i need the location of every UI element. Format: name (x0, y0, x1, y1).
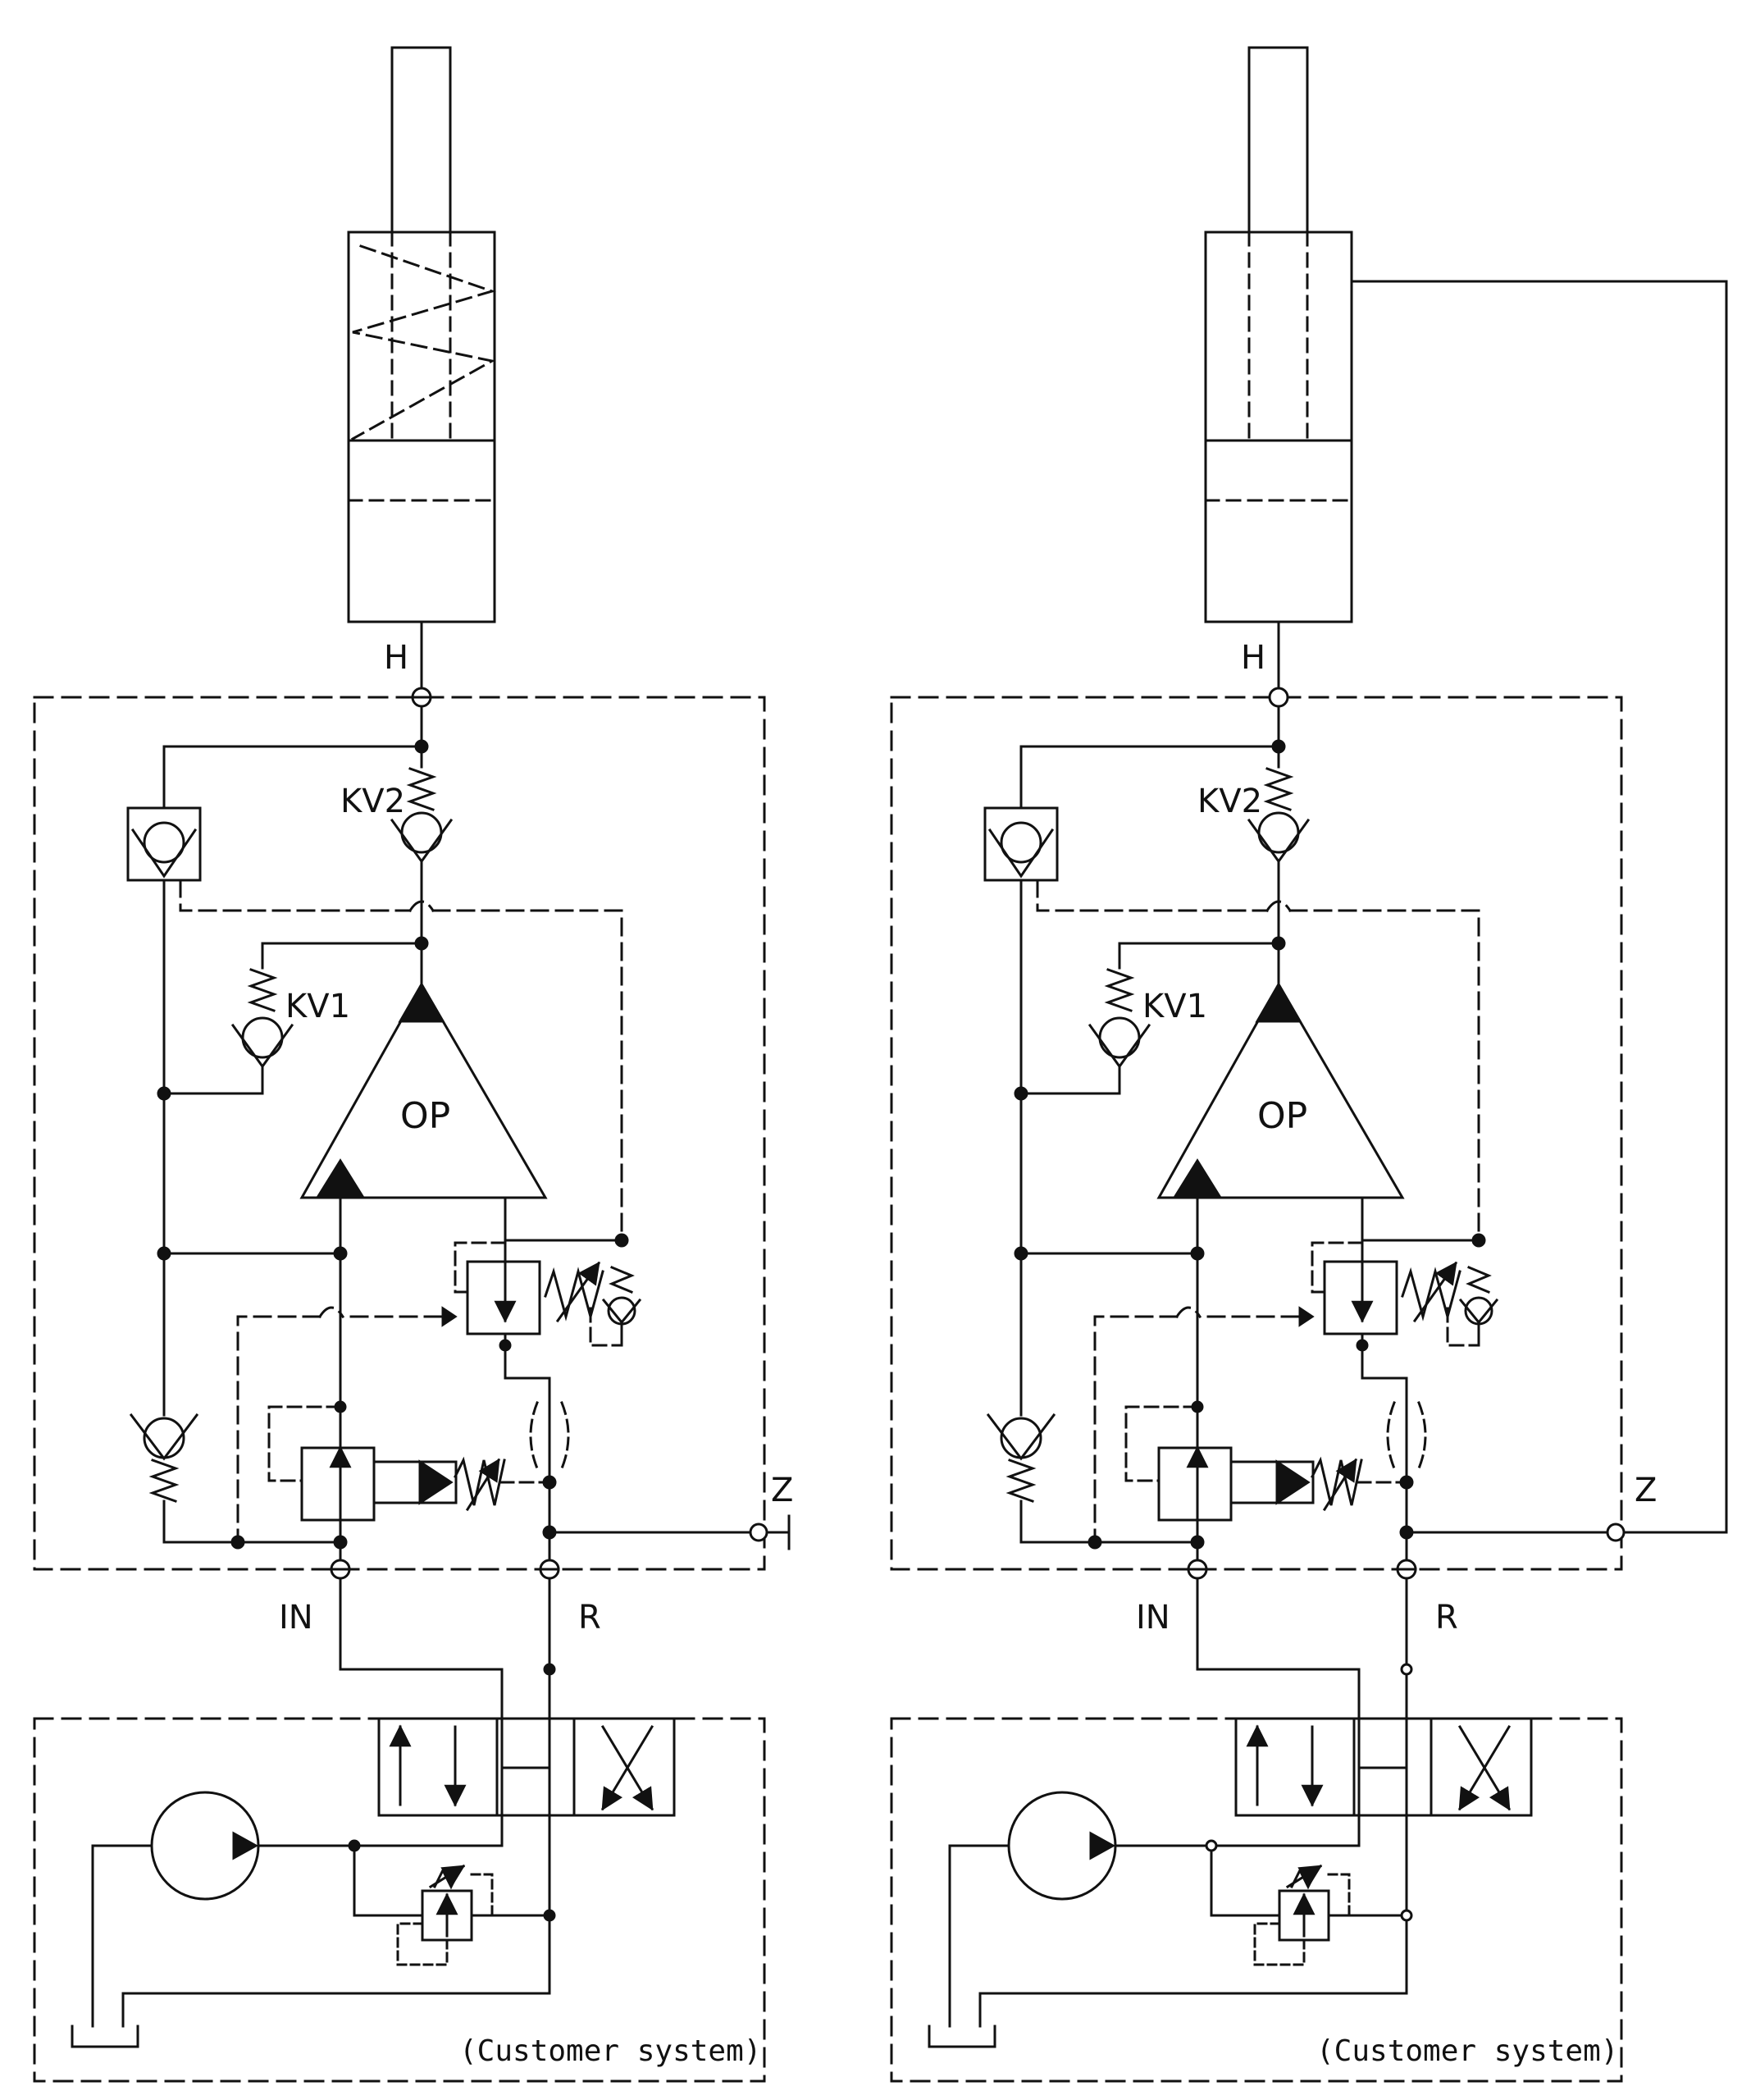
port-z-label: Z (1635, 1472, 1657, 1509)
op-label: OP (1257, 1095, 1307, 1137)
throttle-icon (1386, 1401, 1427, 1470)
port-h-label: H (384, 639, 408, 677)
check-valve-icon (986, 1413, 1199, 1544)
port-in-label: IN (279, 1599, 313, 1637)
pump-icon (948, 1791, 1117, 2028)
kv1-label: KV1 (285, 988, 350, 1025)
check-valve-icon (1247, 745, 1311, 945)
hydraulic-cylinder-icon (347, 46, 496, 695)
relief-valve-icon (454, 1241, 623, 1486)
relief-valve-icon (267, 1400, 551, 1522)
op-label: OP (400, 1095, 450, 1137)
customer-system-label: (Customer system) (1316, 2034, 1618, 2068)
directional-valve-icon (1234, 1717, 1533, 1817)
check-valve-icon (129, 1413, 342, 1544)
port-r-label: R (578, 1599, 601, 1637)
check-valve-icon (1458, 1266, 1499, 1347)
tank-icon (928, 1992, 1408, 2048)
directional-valve-icon (377, 1717, 676, 1817)
check-valve-icon (1019, 968, 1151, 1095)
pressure-intensifier-icon (299, 942, 548, 1199)
relief-valve-icon (1311, 1241, 1480, 1486)
customer-system-label: (Customer system) (459, 2034, 761, 2068)
pump-icon (91, 1791, 260, 2028)
spring-icon (350, 244, 496, 441)
check-valve-icon (601, 1266, 642, 1347)
tank-icon (71, 1992, 551, 2048)
port-z-label: Z (771, 1472, 793, 1509)
kv2-label: KV2 (1197, 783, 1262, 820)
check-valve-icon (983, 806, 1059, 882)
circuit-right: H KV2 KV1 (890, 46, 1728, 2083)
kv2-label: KV2 (340, 783, 405, 820)
relief-valve-icon (1253, 1864, 1408, 1966)
throttle-icon (529, 1401, 570, 1470)
port-h-label: H (1241, 639, 1265, 677)
port-r-label: R (1435, 1599, 1458, 1637)
relief-valve-icon (1124, 1400, 1408, 1522)
hydraulic-cylinder-icon (1204, 46, 1728, 1534)
pressure-intensifier-icon (1156, 942, 1405, 1199)
valve-block-boundary (890, 696, 1623, 1571)
circuit-left: H KV2 (33, 46, 793, 2083)
valve-block-boundary (33, 696, 766, 1571)
port-in-label: IN (1136, 1599, 1170, 1637)
check-valve-icon (162, 968, 294, 1095)
kv1-label: KV1 (1142, 988, 1207, 1025)
check-valve-icon (126, 806, 202, 882)
relief-valve-icon (396, 1864, 551, 1966)
check-valve-icon (390, 745, 454, 945)
